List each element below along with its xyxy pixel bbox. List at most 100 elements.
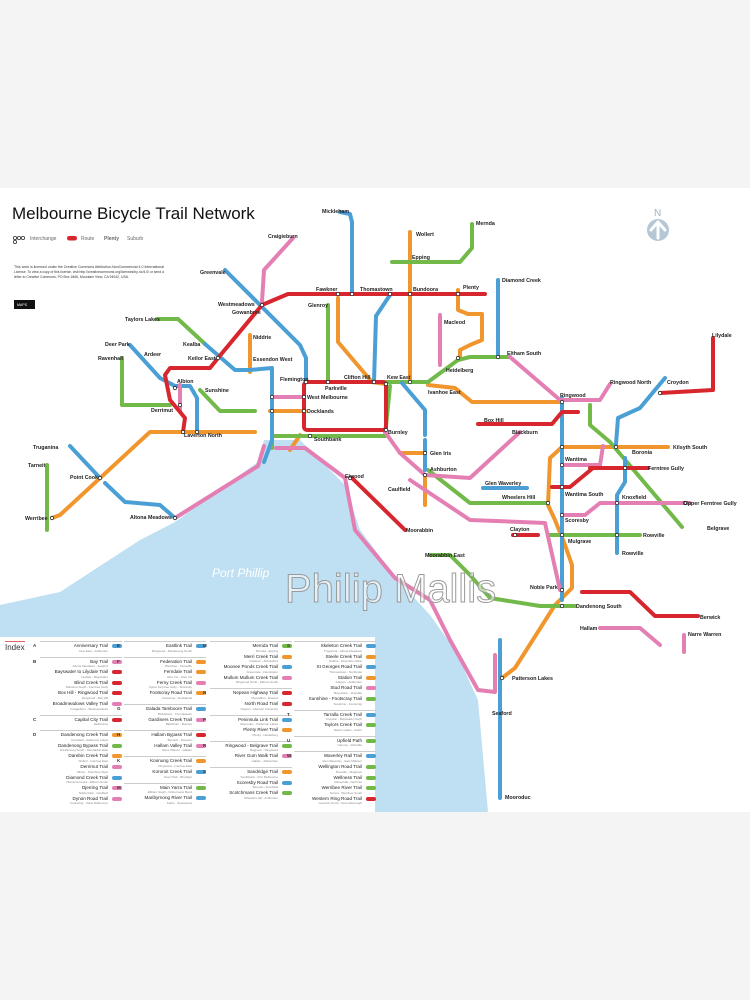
trail-line-blue	[128, 343, 199, 434]
trail-extent: Berwick - Doveton	[167, 737, 192, 742]
station-label: Berwick	[700, 615, 720, 621]
station-label: Mickleham	[322, 209, 349, 215]
index-letter: R	[203, 742, 207, 748]
trail-name: Derrimut Trail	[80, 763, 108, 769]
station-label: Boronia	[632, 450, 652, 456]
station-label: Narre Warren	[688, 632, 721, 638]
trail-extent: Kew East - Ashburton	[79, 648, 108, 653]
route-badge	[196, 691, 206, 696]
trail-name: Peninsula Link Trail	[238, 716, 278, 722]
route-badge	[112, 691, 122, 696]
route-badge	[366, 686, 376, 691]
trail-line-pink	[260, 236, 295, 304]
trail-name: Dandenong Creek Trail	[60, 732, 108, 738]
station-label: Glenroy	[308, 303, 328, 309]
trail-extent: Fawkner - Abbotsford	[249, 659, 278, 664]
trail-name: Anniversary Trail	[73, 643, 108, 648]
trail-name: Moonee Ponds Creek Trail	[223, 664, 278, 670]
station-label: Gowanbree	[232, 310, 261, 316]
station-label: Diamond Creek	[502, 278, 541, 284]
trail-name: Mernda Trail	[252, 643, 278, 648]
trail-name: Skeleton Creek Trail	[320, 643, 362, 648]
trail-extent: Melbourne	[93, 722, 108, 727]
station-label: Clifton Hill	[344, 375, 371, 381]
route-badge	[112, 680, 122, 685]
station-label: Noble Park	[530, 585, 558, 591]
station-label: Rowville	[622, 551, 644, 557]
trail-name: Tarralla Creek Trail	[323, 711, 362, 717]
station-label: Moorabbin East	[425, 553, 465, 559]
trail-name: Broadmeadows Valley Trail	[52, 700, 108, 706]
trail-line-pink	[408, 478, 562, 592]
route-badge	[282, 665, 292, 670]
license-line-2: License. To view a copy of this license,…	[14, 270, 164, 274]
station-label: Deer Park	[105, 342, 130, 348]
route-badge	[196, 785, 206, 790]
trail-line-orange	[426, 383, 562, 404]
trail-line-green	[155, 317, 207, 346]
license-line-1: This work is licensed under the Creative…	[14, 265, 164, 269]
index-letter: E	[117, 643, 121, 648]
station-label: West Melbourne	[307, 395, 348, 401]
trail-line-blue	[614, 376, 667, 446]
station-label: Truganina	[33, 445, 58, 451]
trail-name: Werribee River Trail	[321, 785, 362, 791]
station-label: Keilor East	[188, 356, 216, 362]
trail-name: Nepean Highway Trail	[233, 690, 278, 696]
legend: Interchange Route Plenty Suburb	[12, 235, 143, 244]
trail-extent: Footscray - Docklands	[162, 695, 192, 700]
trail-name: Main Yarra Trail	[160, 784, 192, 790]
trail-extent: Niddrie - Essendon West	[328, 659, 362, 664]
index-letter: T	[287, 711, 290, 717]
trail-name: Ringwood - Belgrave Trail	[225, 742, 278, 748]
trail-extent: Ringwood - Dandenong South	[151, 648, 192, 653]
trail-name: Galada Tamboore Trail	[145, 705, 192, 711]
trail-extent: Werribee - Yarraville	[164, 664, 192, 669]
index-letter: W	[287, 753, 292, 759]
trail-name: Hallam Valley Trail	[154, 742, 192, 748]
route-badge	[282, 791, 292, 796]
trail-extent: Mickleham - Thomastown	[157, 711, 192, 716]
station-label: Ferntree Gully	[648, 466, 684, 472]
trail-extent: Glen Iris - Glen Iris	[166, 674, 192, 679]
station-label: Greenvale	[200, 270, 226, 276]
index-letter: U	[287, 737, 291, 743]
trail-name: Ferny Creek Trail	[156, 679, 192, 685]
trail-name: Plenty River Trail	[243, 727, 278, 733]
station-label: Ringwood	[560, 393, 586, 399]
trail-extent: Belgrave - Ringwood	[250, 748, 278, 753]
station-label: Derrimut	[151, 408, 173, 414]
trail-name: Footscray Road Trail	[149, 690, 192, 696]
trail-name: Steele Creek Trail	[325, 653, 362, 659]
trail-name: Sandridge Trail	[247, 768, 278, 774]
trail-line-red	[163, 292, 487, 434]
station-label: Fawkner	[316, 287, 338, 293]
trail-name: St Georges Road Trail	[316, 664, 362, 670]
watermark: Philip Mallis	[285, 567, 496, 611]
trail-name: Gardiners Creek Trail	[148, 716, 192, 722]
trail-extent: Blackburn - Burnley	[165, 722, 192, 727]
trail-line-pink	[598, 626, 662, 647]
